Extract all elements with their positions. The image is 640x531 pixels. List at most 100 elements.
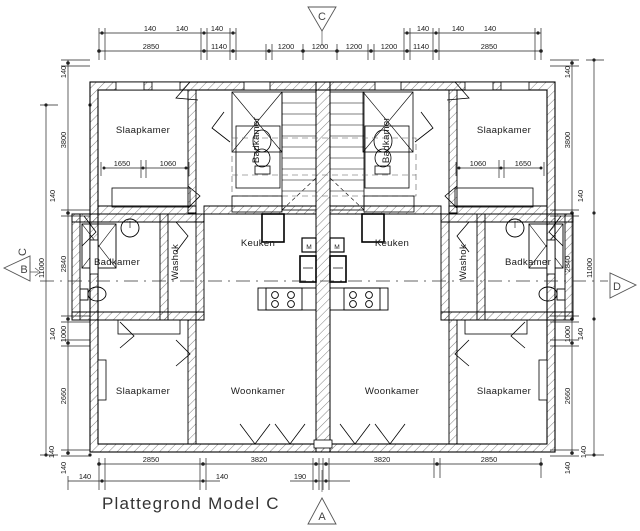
meter-left-label: M (306, 244, 312, 251)
dim-top-3: 1200 (278, 42, 294, 51)
window-bottom-center (313, 439, 333, 449)
door-right-bath (548, 215, 564, 247)
door-right-bedroom (444, 185, 458, 209)
room-labels: Slaapkamer Slaapkamer Slaapkamer Slaapka… (94, 116, 551, 397)
toilet-tank-upper-left (254, 165, 271, 175)
window-core-right (374, 81, 402, 91)
meter-left-box (301, 237, 317, 253)
closet-top-right (454, 187, 534, 208)
toilet-upper-left (253, 148, 271, 168)
burner-right-2 (365, 291, 373, 299)
core-right-furn (363, 195, 415, 213)
window-left-living (97, 359, 107, 401)
dim-bedroom-left-2: 1060 (160, 159, 176, 168)
sink-right (505, 218, 525, 238)
section-marker-top-label: C (318, 11, 326, 23)
dim-top-tick-6: 140 (484, 24, 496, 33)
dim-top-5: 1200 (346, 42, 362, 51)
dim-bottom-tick-1: 140 (79, 472, 91, 481)
dim-bedroom-right-2: 1650 (515, 159, 531, 168)
bath-upper-right-box (362, 91, 414, 153)
heater-right (329, 255, 347, 283)
wall-left-bath-outerleft (71, 213, 81, 321)
bedroom-dim-left (100, 160, 190, 178)
label-bedroom-bottom-left: Slaapkamer (116, 386, 171, 397)
wall-left-bath-top (71, 213, 205, 223)
wall-right-washok-vert2 (440, 213, 450, 321)
door-living-left-front2 (274, 423, 306, 445)
building-walls (71, 81, 574, 453)
dim-bottom-2: 3820 (251, 455, 267, 464)
window-right-side (546, 239, 556, 275)
burner-left-3 (271, 300, 279, 308)
wall-left-bedroom-vert (187, 89, 197, 214)
toilet-tank-upper-right (374, 165, 391, 175)
dim-top-tick-5: 140 (452, 24, 464, 33)
dim-bedroom-left-1: 1650 (114, 159, 130, 168)
burner-right-1 (349, 291, 357, 299)
boiler-right (361, 213, 385, 243)
dim-right-2: 3800 (563, 132, 572, 148)
sink-upper-left (252, 129, 272, 153)
dim-top-2: 1140 (211, 42, 227, 51)
core-left-furn (231, 195, 283, 213)
label-bedroom-top-right: Slaapkamer (477, 125, 532, 136)
meter-right-label: M (334, 244, 340, 251)
door-swings (81, 81, 564, 445)
label-kitchen-left: Keuken (241, 238, 275, 249)
label-bedroom-top-left: Slaapkamer (116, 125, 171, 136)
label-bathroom-left: Badkamer (94, 257, 141, 268)
door-left-living (175, 339, 191, 367)
section-marker-bottom-label: A (318, 511, 326, 523)
sink-upper-right (373, 129, 393, 153)
dim-right-8: 140 (563, 462, 572, 474)
section-marker-bottom: A (307, 470, 337, 525)
dim-top-tick-1: 140 (144, 24, 156, 33)
wall-left-living-vert (187, 319, 197, 445)
bath-upper-left-lower (235, 125, 281, 189)
hob-right (343, 287, 381, 311)
burner-left-1 (271, 291, 279, 299)
boiler-left (261, 213, 285, 243)
dim-bottom-corner-right: 140 (579, 446, 588, 458)
dim-left-3: 140 (48, 190, 57, 202)
wall-right-living-vert (448, 319, 458, 445)
dim-bottom-tick-2: 140 (216, 472, 228, 481)
closet-bottom-left (117, 319, 181, 335)
label-living-left: Woonkamer (231, 386, 286, 397)
stair-right-break (329, 177, 365, 211)
bottom-dimension-group (67, 458, 543, 490)
dim-left-8: 140 (59, 462, 68, 474)
dim-bottom-3: 3820 (374, 455, 390, 464)
wall-left-washok-vert2 (195, 213, 205, 321)
dim-right-6: 140 (576, 328, 585, 340)
top-dimension-labels: 2850 1140 1200 1200 1200 1200 1140 2850 … (143, 24, 497, 51)
dim-left-2: 3800 (59, 132, 68, 148)
section-marker-top: C (307, 6, 337, 46)
dim-bottom-1: 2850 (143, 455, 159, 464)
label-washok-right: Washok (458, 244, 469, 280)
dim-top-4: 1200 (312, 42, 328, 51)
window-tr-2 (500, 81, 530, 91)
left-dimension-labels: 140 3800 140 2840 140 1000 2660 140 1100… (37, 66, 68, 474)
dim-top-8: 2850 (481, 42, 497, 51)
door-right-living-upper (510, 321, 526, 349)
dim-top-tick-2: 140 (176, 24, 188, 33)
wall-right-bath-outerright (564, 213, 574, 321)
heater-left (299, 255, 317, 283)
toilet-upper-right (374, 148, 392, 168)
stair-left (281, 91, 317, 211)
right-dimension-group (550, 58, 604, 457)
wall-left-bath-bottom (71, 311, 205, 321)
dim-right-1: 140 (563, 66, 572, 78)
core-dashed-guide (231, 137, 417, 197)
bathroom-fixtures-right (505, 218, 566, 302)
dim-top-1: 2850 (143, 42, 159, 51)
wall-right-bath-bottom (440, 311, 574, 321)
sink-left (120, 218, 140, 238)
closet-top-left (111, 187, 191, 208)
wall-right-bath-top (440, 213, 574, 223)
dim-right-3: 140 (576, 190, 585, 202)
dim-left-7: 2660 (59, 388, 68, 404)
dim-left-5: 140 (48, 328, 57, 340)
